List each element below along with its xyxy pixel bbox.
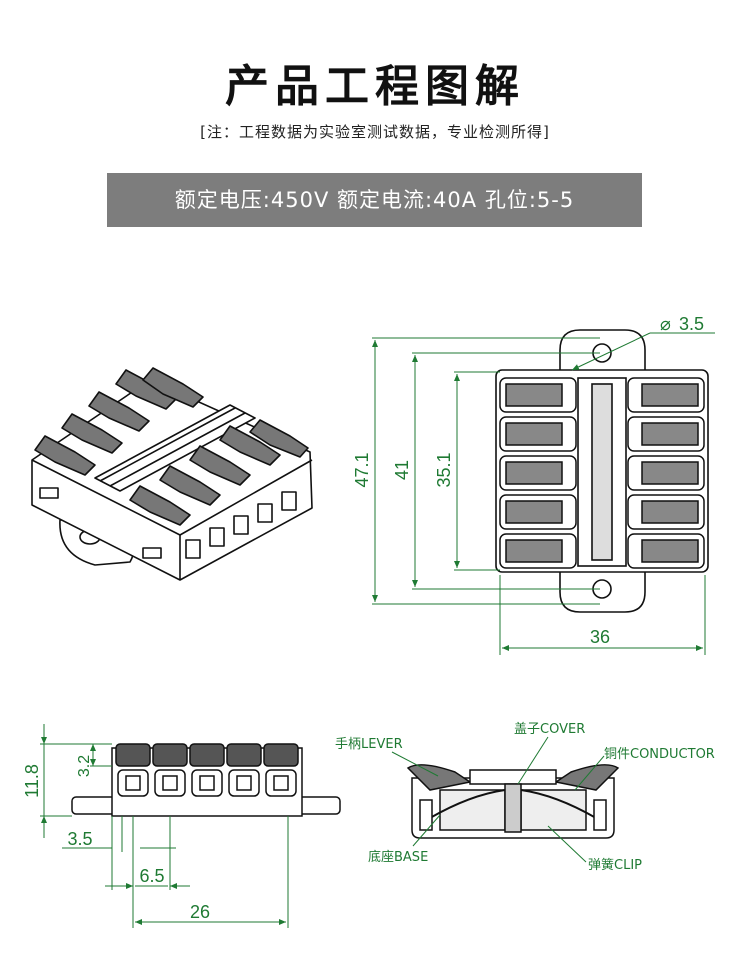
dim-edge-offset: 3.5	[67, 829, 92, 849]
part-label-conductor: 铜件CONDUCTOR	[604, 747, 715, 762]
dim-width: 36	[590, 627, 610, 647]
isometric-view	[31, 367, 313, 581]
top-view-levers	[499, 377, 705, 569]
page-title: 产品工程图解	[225, 61, 525, 112]
dim-pitch: 6.5	[139, 866, 164, 886]
dim-body-width: 26	[190, 902, 210, 922]
dim-hole-diameter: 3.5	[679, 314, 704, 334]
part-label-clip: 弹簧CLIP	[588, 857, 642, 873]
part-label-base: 底座BASE	[368, 849, 428, 865]
dim-body-length: 35.1	[434, 452, 454, 487]
diameter-symbol: ⌀	[660, 314, 671, 334]
part-label-lever: 手柄LEVER	[335, 737, 403, 752]
dim-height: 11.8	[22, 764, 42, 798]
part-label-cover: 盖子COVER	[514, 722, 585, 737]
dim-top-height: 3.2	[76, 755, 93, 777]
section-view	[406, 764, 620, 839]
page-subtitle: [注：工程数据为实验室测试数据，专业检测所得]	[200, 123, 550, 141]
side-view	[71, 743, 341, 817]
section-leaders	[391, 736, 605, 863]
dim-total-length: 47.1	[352, 452, 372, 487]
top-view-dimensions	[372, 332, 715, 655]
side-view-dimensions	[40, 724, 289, 928]
dim-hole-spacing: 41	[392, 460, 412, 480]
spec-banner: 额定电压:450V 额定电流:40A 孔位:5-5	[107, 173, 642, 227]
